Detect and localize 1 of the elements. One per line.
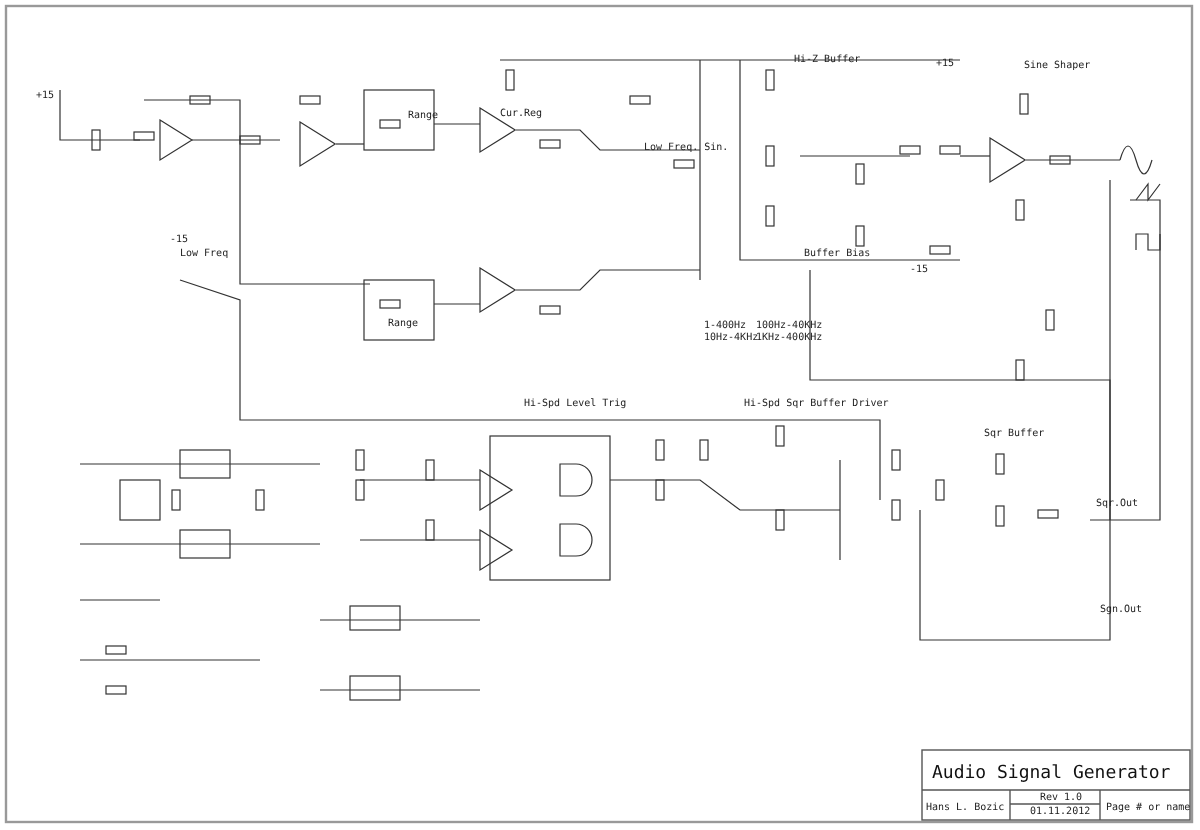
drawing-title: Audio Signal Generator bbox=[932, 764, 1171, 784]
